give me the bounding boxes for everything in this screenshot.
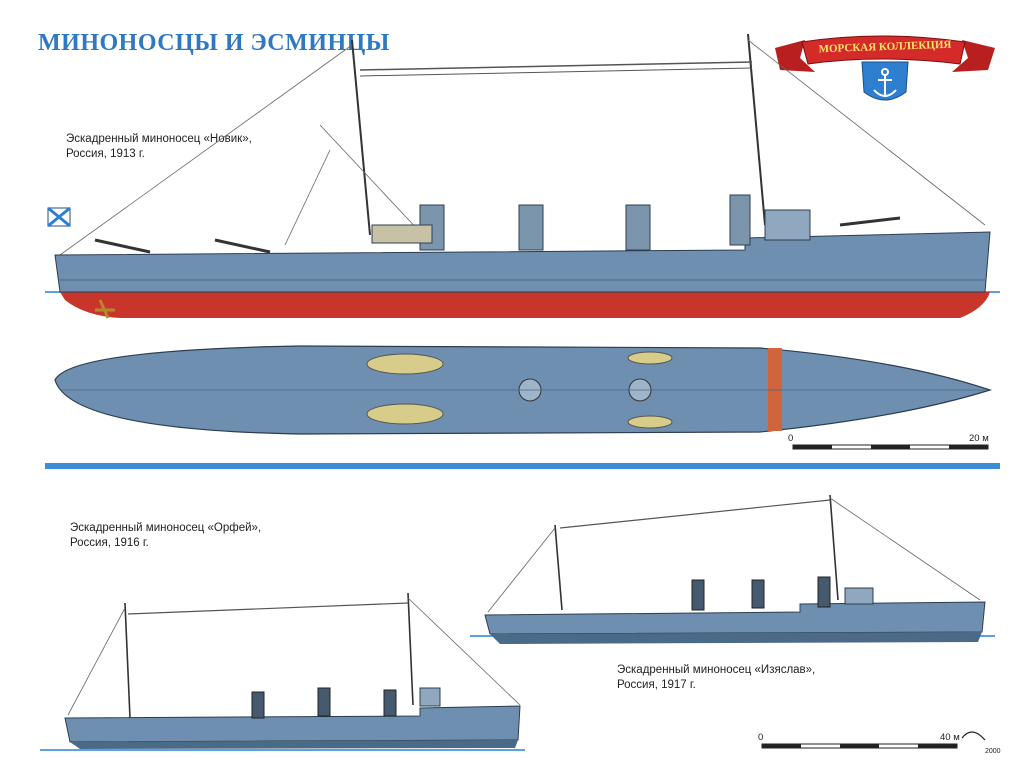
caption-novik-line1: Эскадренный миноносец «Новик», bbox=[66, 133, 252, 145]
caption-orfey-line2: Россия, 1916 г. bbox=[70, 537, 149, 549]
scale-40m-start: 0 bbox=[758, 732, 764, 743]
page-title: МИНОНОСЦЫ И ЭСМИНЦЫ bbox=[38, 30, 390, 56]
caption-izyaslav-line1: Эскадренный миноносец «Изяслав», bbox=[617, 664, 816, 676]
signature-year: 2000 bbox=[985, 748, 1001, 755]
caption-orfey-line1: Эскадренный миноносец «Орфей», bbox=[70, 522, 262, 534]
scale-40m-end: 40 м bbox=[940, 732, 960, 743]
caption-izyaslav: Эскадренный миноносец «Изяслав», Россия,… bbox=[617, 663, 815, 693]
caption-novik: Эскадренный миноносец «Новик», Россия, 1… bbox=[66, 132, 252, 162]
ribbon-text: МОРСКАЯ КОЛЛЕКЦИЯ bbox=[818, 38, 952, 56]
scale-20m-start: 0 bbox=[788, 433, 794, 444]
caption-izyaslav-line2: Россия, 1917 г. bbox=[617, 679, 696, 691]
section-divider bbox=[45, 463, 1000, 469]
caption-novik-line2: Россия, 1913 г. bbox=[66, 148, 145, 160]
scale-20m-end: 20 м bbox=[969, 433, 989, 444]
anchor-icon bbox=[873, 68, 897, 97]
caption-orfey: Эскадренный миноносец «Орфей», Россия, 1… bbox=[70, 521, 261, 551]
shield bbox=[861, 61, 909, 101]
